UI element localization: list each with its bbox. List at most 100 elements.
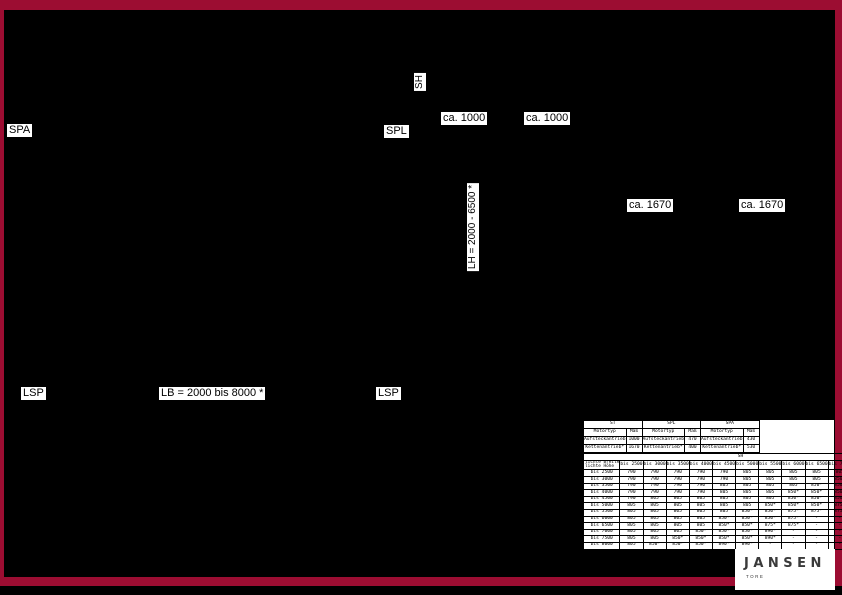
- sh-value-cell: 890*: [711, 541, 737, 550]
- sh-value-cell: -: [804, 535, 829, 543]
- matrix-col-header: bis 6000: [781, 459, 806, 471]
- drive-group-header: ST: [583, 420, 643, 429]
- sh-value-cell: -: [804, 515, 829, 524]
- dimension-ca-1000-right: ca. 1000: [524, 112, 571, 125]
- matrix-row-label: bis 3000: [582, 476, 621, 484]
- sh-value-cell: 790: [711, 476, 737, 484]
- sh-value-cell: 790: [619, 476, 644, 484]
- matrix-row: bis 4500790805805805805805805850*850*850…: [582, 495, 842, 504]
- drive-value: 1000: [625, 436, 643, 445]
- sh-value-cell: 875*: [758, 522, 783, 530]
- sh-value-cell: 850*: [688, 535, 713, 543]
- sh-value-cell: 805: [735, 476, 760, 484]
- sh-value-cell: 850*: [711, 522, 737, 530]
- sh-value-cell: 790: [688, 482, 713, 491]
- sh-value-cell: 850*: [781, 489, 806, 497]
- sh-value-cell: -: [781, 535, 806, 543]
- sh-value-cell: 805: [619, 522, 644, 530]
- drive-col-header: Maß: [684, 428, 701, 437]
- label-sh-vertical: SH: [414, 73, 426, 91]
- sh-value-cell: 805: [619, 508, 644, 517]
- sh-value-cell: 805: [642, 502, 667, 510]
- sh-value-cell: 805: [781, 476, 806, 484]
- sh-value-cell: 805: [758, 482, 783, 491]
- sh-value-cell: 790: [642, 482, 667, 491]
- sh-value-cell: 850*: [804, 489, 829, 497]
- matrix-col-header: bis 7000: [827, 459, 842, 471]
- frame-border-bottom: [0, 577, 842, 586]
- drive-value: 430: [742, 436, 760, 445]
- sh-value-cell: 805: [665, 515, 690, 524]
- sh-value-cell: 790: [665, 482, 690, 491]
- sh-value-cell: 805: [758, 476, 783, 484]
- drive-col-header: Motortyp: [700, 428, 744, 437]
- sh-value-cell: 805: [735, 495, 760, 504]
- sh-value-cell: -: [827, 528, 842, 537]
- matrix-col-header: bis 4000: [688, 459, 713, 471]
- sh-value-cell: 805: [665, 522, 690, 530]
- sh-value-cell: 805: [758, 469, 783, 477]
- label-lsp-right: LSP: [376, 387, 401, 400]
- drive-value: 470: [684, 436, 701, 445]
- sh-value-cell: 850*: [758, 508, 783, 517]
- sh-value-cell: 850*: [688, 541, 713, 550]
- matrix-col-header: bis 2500: [619, 459, 644, 471]
- drive-row-label: Aufsteckantrieb: [641, 436, 685, 445]
- sh-value-cell: 875*: [781, 522, 806, 530]
- matrix-row-label: bis 4500: [582, 495, 621, 504]
- sh-value-cell: 805: [665, 502, 690, 510]
- sh-value-cell: 805: [711, 489, 737, 497]
- sh-value-cell: 805: [711, 495, 737, 504]
- label-spl: SPL: [384, 125, 409, 138]
- sh-value-cell: 805: [688, 495, 713, 504]
- matrix-row-label: bis 6500: [582, 522, 621, 530]
- sh-value-cell: 850*: [711, 535, 737, 543]
- sh-value-cell: 790: [688, 489, 713, 497]
- sh-value-cell: 805: [711, 508, 737, 517]
- sh-value-cell: 805: [735, 489, 760, 497]
- sh-value-cell: 850*: [758, 502, 783, 510]
- dimension-ca-1670-right: ca. 1670: [739, 199, 786, 212]
- jansen-logo: JANSEN TORE: [735, 549, 835, 590]
- matrix-col-header: bis 3000: [642, 459, 667, 471]
- matrix-row: bis 3500790790790790805805805805850*850*…: [582, 482, 842, 491]
- frame-border-left: [0, 10, 4, 585]
- logo-brand-text: JANSEN: [744, 556, 826, 571]
- dimension-ca-1670-left: ca. 1670: [627, 199, 674, 212]
- sh-value-cell: 850*: [711, 528, 737, 537]
- sh-value-cell: 805: [619, 502, 644, 510]
- sh-value-cell: 805: [665, 508, 690, 517]
- matrix-row-label: bis 5000: [582, 502, 621, 510]
- matrix-row-label: bis 7500: [582, 535, 621, 543]
- drive-group-header: SPL: [641, 420, 701, 429]
- drive-row-label: Aufsteckantrieb: [583, 436, 627, 445]
- sh-value-cell: -: [827, 515, 842, 524]
- sh-value-cell: -: [827, 535, 842, 543]
- sh-value-cell: 805: [758, 489, 783, 497]
- sh-value-cell: 805: [758, 495, 783, 504]
- sh-value-cell: 850*: [735, 522, 760, 530]
- drive-group-header: SPA: [700, 420, 760, 429]
- matrix-row: bis 250079079079079079080580580580580585…: [582, 469, 842, 477]
- sh-value-cell: 790: [665, 469, 690, 477]
- matrix-row-label: bis 6000: [582, 515, 621, 524]
- matrix-row-label: bis 4000: [582, 489, 621, 497]
- sh-value-cell: 850*: [804, 495, 829, 504]
- sh-value-cell: 850*: [665, 541, 690, 550]
- sh-value-cell: 790: [642, 469, 667, 477]
- sh-value-cell: 790: [619, 482, 644, 491]
- sh-value-cell: 790: [665, 489, 690, 497]
- sh-value-cell: -: [804, 522, 829, 530]
- drive-row-label: Kettenantrieb*: [700, 444, 744, 453]
- sh-value-cell: 850*: [758, 515, 783, 524]
- sh-value-cell: 805: [642, 522, 667, 530]
- matrix-row: bis 3000790790790790790805805805805850*8…: [582, 476, 842, 484]
- sh-value-cell: 850*: [688, 528, 713, 537]
